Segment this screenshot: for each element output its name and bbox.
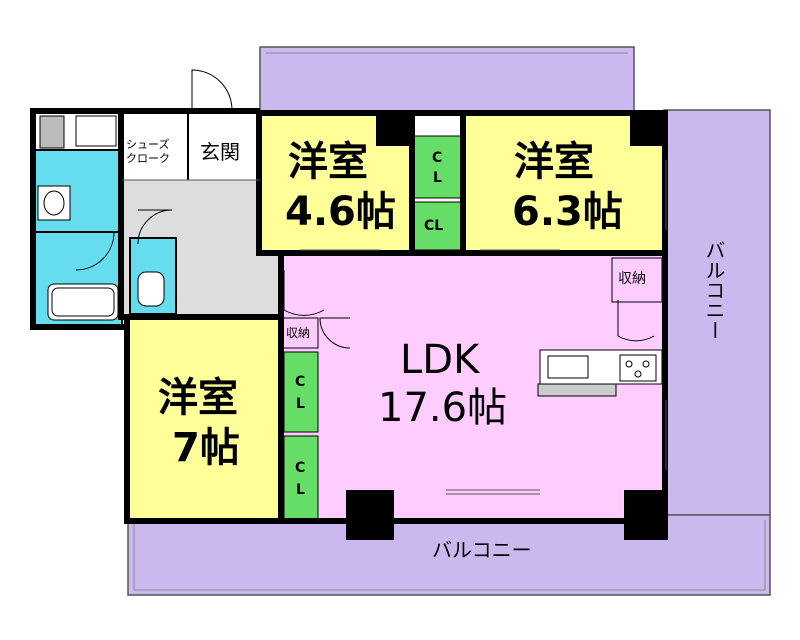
right-balcony-label: バルコニー: [702, 240, 726, 340]
cl-46-letter-l: L: [433, 170, 442, 186]
shoes-cloak-label-2: クローク: [126, 152, 170, 165]
cl-7a: [283, 351, 319, 433]
bottom-balcony-label: バルコニー: [432, 538, 532, 562]
cl-7b-letter-l: L: [296, 482, 305, 498]
top-balcony: [259, 46, 635, 114]
shoes-cloak-label-1: シューズ: [126, 138, 170, 151]
bedroom-46-size: 4.6帖: [285, 189, 396, 235]
bedroom-46-name: 洋室: [288, 139, 368, 185]
cl-46-letter-c: C: [432, 150, 443, 166]
cl-7a-letter-l: L: [296, 396, 305, 412]
bedroom-63-name: 洋室: [514, 139, 594, 185]
cl-7b-letter-c: C: [295, 460, 306, 476]
entrance-floor: [188, 112, 260, 180]
ldk-size: 17.6帖: [378, 385, 508, 431]
entrance-label: 玄関: [200, 140, 240, 164]
storage-right-label: 収納: [618, 271, 646, 287]
bedroom-7-name: 洋室: [158, 375, 238, 421]
cl-4-6: [413, 135, 463, 199]
shoes-cloak-floor: [122, 112, 188, 180]
bedroom-7-size: 7帖: [172, 425, 240, 471]
cl-7a-letter-c: C: [295, 374, 306, 390]
bedroom-7-floor: [128, 318, 280, 523]
bedroom-63-size: 6.3帖: [512, 189, 623, 235]
storage-left-label: 収納: [286, 326, 311, 340]
cl-7b: [283, 435, 319, 521]
cl-46b-label: CL: [424, 218, 444, 234]
ldk-name: LDK: [400, 337, 480, 383]
right-balcony: [663, 109, 771, 516]
